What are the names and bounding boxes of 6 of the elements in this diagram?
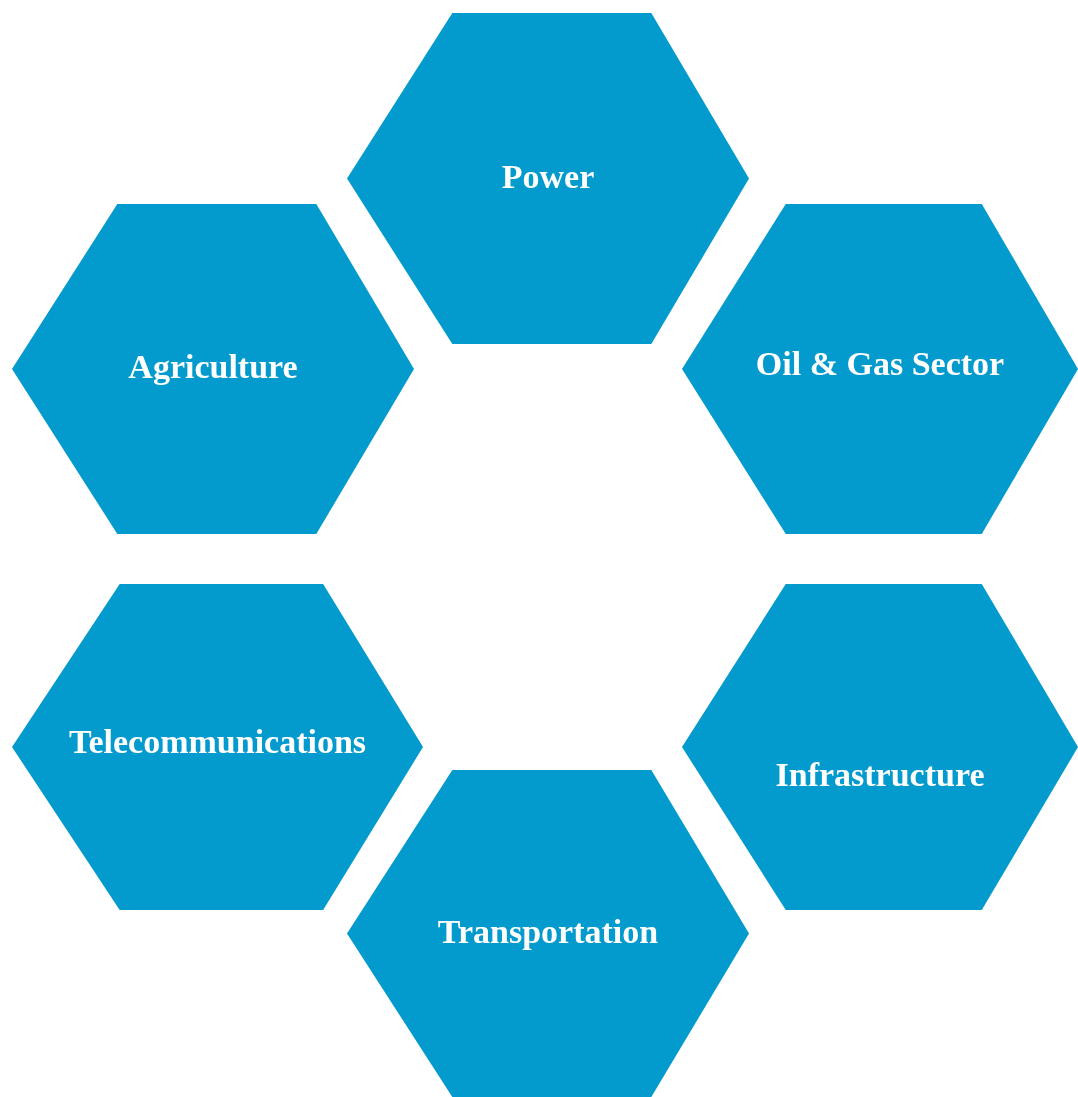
sector-label: Agriculture — [128, 348, 298, 386]
sector-label: Telecommunications — [68, 723, 367, 761]
sector-label: Oil & Gas Sector — [755, 345, 1005, 383]
sector-label: Infrastructure — [775, 755, 985, 794]
sector-label: Transportation — [437, 912, 659, 951]
sector-label: Power — [501, 158, 595, 196]
